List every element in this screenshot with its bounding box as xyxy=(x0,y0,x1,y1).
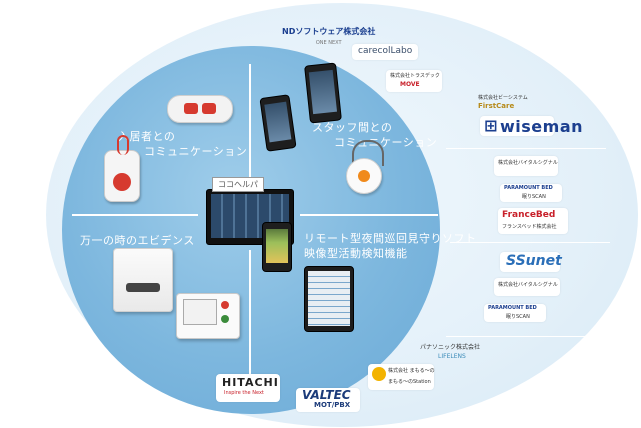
panel-screen xyxy=(183,299,217,325)
red-button-icon xyxy=(113,173,131,191)
tablet-device xyxy=(304,266,354,332)
logo-text: 株式会社バイタルシグナル xyxy=(498,282,558,288)
quadrant-label-remote-monitoring: リモート型夜間巡回見守りソフト 映像型活動検知機能 xyxy=(304,231,477,261)
cord-icon xyxy=(117,135,129,155)
label-line: 映像型活動検知機能 xyxy=(304,247,408,260)
partner-card-francebed: FranceBed フランスベッド株式会社 xyxy=(498,208,568,234)
partner-card-paramount-bed-1: PARAMOUNT BED 眠りSCAN xyxy=(500,184,562,202)
staff-pendant-device xyxy=(346,158,382,194)
red-button-icon xyxy=(202,103,216,114)
logo-text: 眠りSCAN xyxy=(522,194,546,200)
phone-screen xyxy=(264,101,292,143)
logo-text: 株式会社ビーシステム xyxy=(478,95,528,101)
partner-separator xyxy=(446,336,596,337)
logo-text: SSunet xyxy=(506,253,562,269)
partner-card-wiseman: ⊞ wiseman xyxy=(480,116,583,136)
partner-card-hitachi: HITACHI Inspire the Next xyxy=(216,374,280,402)
label-line: リモート型夜間巡回見守りソフト xyxy=(304,232,477,245)
logo-text: 眠りSCAN xyxy=(506,314,530,320)
partner-logo-nd-software: NDソフトウェア株式会社 ONE NEXT xyxy=(282,26,375,46)
horizontal-divider-left xyxy=(72,214,198,216)
partner-card-paramount-bed-2: PARAMOUNT BED 眠りSCAN xyxy=(484,304,546,322)
logo-text: HITACHI xyxy=(222,376,279,389)
red-button-icon xyxy=(184,103,198,114)
logo-text: FranceBed xyxy=(502,210,556,220)
logo-text: NDソフトウェア株式会社 xyxy=(282,27,376,36)
partner-logo-panasonic: パナソニック株式会社 LIFELENS xyxy=(420,342,480,360)
logo-text: MOT/PBX xyxy=(314,401,351,409)
logo-text: wiseman xyxy=(500,117,583,136)
logo-text: PARAMOUNT BED xyxy=(488,305,537,311)
logo-text: Inspire the Next xyxy=(224,390,264,396)
vertical-divider-bottom xyxy=(249,250,251,380)
partner-separator xyxy=(446,148,606,149)
logo-text: まもる〜のStation xyxy=(388,379,431,385)
smartphone-device xyxy=(304,62,342,124)
logo-text: VALTEC xyxy=(302,388,351,402)
partner-card-trasdic: 株式会社トラスデック MOVE xyxy=(386,70,442,92)
product-logo-badge: ココヘルパ xyxy=(212,177,264,192)
logo-text: MOVE xyxy=(400,81,420,88)
logo-text: 株式会社トラスデック xyxy=(390,73,440,79)
pendant-call-device xyxy=(104,135,140,202)
red-indicator-icon xyxy=(221,301,229,309)
logo-text: フランスベッド株式会社 xyxy=(502,224,557,230)
green-indicator-icon xyxy=(221,315,229,323)
phone-screen xyxy=(308,69,338,115)
quadrant-label-resident-communication: 入居者との コミュニケーション xyxy=(118,129,247,159)
camera-sensor-device xyxy=(113,248,173,312)
wiseman-mark-icon: ⊞ xyxy=(484,116,498,135)
logo-text: 株式会社 まもる〜の xyxy=(388,368,435,374)
strap-icon xyxy=(352,140,384,166)
label-line: スタッフ間との xyxy=(312,121,393,134)
logo-text: LIFELENS xyxy=(438,353,466,360)
logo-text: FirstCare xyxy=(478,102,515,110)
partner-card-vital-signal-2: 株式会社バイタルシグナル xyxy=(494,278,560,296)
tablet-screen xyxy=(308,271,350,326)
vertical-divider-top xyxy=(249,64,251,188)
partner-card-carecollabo: carecolLabo xyxy=(352,44,418,60)
sensor-slot-icon xyxy=(126,283,160,292)
partner-card-mamoru: 株式会社 まもる〜の まもる〜のStation xyxy=(368,364,435,390)
logo-text: パナソニック株式会社 xyxy=(420,344,481,351)
mamoru-mark-icon xyxy=(372,367,386,381)
partner-card-ssunet: SSunet xyxy=(500,252,562,272)
logo-text: 株式会社バイタルシグナル xyxy=(498,160,558,166)
label-line: 入居者との xyxy=(118,130,176,143)
label-line: コミュニケーション xyxy=(144,145,248,158)
quadrant-label-emergency-evidence: 万一の時のエビデンス xyxy=(80,233,195,248)
logo-text: PARAMOUNT BED xyxy=(504,185,553,191)
monitor-screen xyxy=(211,194,289,238)
smartphone-device xyxy=(262,222,292,272)
horizontal-divider-right xyxy=(300,214,438,216)
partner-card-valtec: VALTEC MOT/PBX xyxy=(296,388,360,412)
phone-screen xyxy=(266,229,288,263)
partner-logo-bsystem: 株式会社ビーシステム FirstCare xyxy=(478,92,528,110)
partner-separator xyxy=(450,242,610,243)
logo-text: carecolLabo xyxy=(358,46,413,56)
control-panel-device xyxy=(176,293,240,339)
partner-card-vital-signal-1: 株式会社バイタルシグナル xyxy=(494,156,558,176)
nurse-call-button-device xyxy=(167,95,233,123)
logo-text: ONE NEXT xyxy=(315,40,342,46)
orange-button-icon xyxy=(358,170,370,182)
label-line: 万一の時のエビデンス xyxy=(80,234,195,247)
